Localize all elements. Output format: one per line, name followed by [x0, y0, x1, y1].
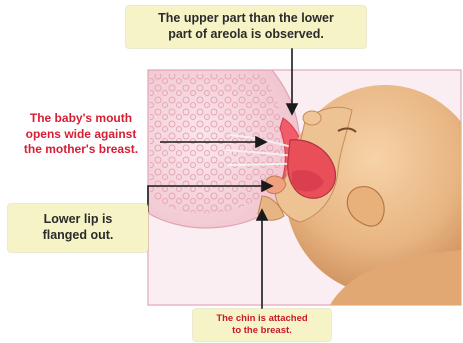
lower-lip-label-line-2: flanged out. — [43, 228, 114, 244]
lower-lip-label: Lower lip is flanged out. — [8, 204, 148, 252]
baby-nose — [303, 111, 321, 125]
upper-areola-label: The upper part than the lower part of ar… — [126, 6, 366, 48]
upper-areola-label-line-1: The upper part than the lower — [158, 11, 334, 27]
upper-areola-label-line-2: part of areola is observed. — [158, 27, 334, 43]
mouth-open-label: The baby's mouth opens wide against the … — [2, 111, 160, 158]
lower-lip-label-line-1: Lower lip is — [43, 212, 114, 228]
chin-label-line-2: to the breast. — [216, 325, 307, 337]
mouth-open-label-line-1: The baby's mouth — [2, 111, 160, 127]
chin-label-line-1: The chin is attached — [216, 313, 307, 325]
mouth-open-label-line-3: the mother's breast. — [2, 142, 160, 158]
mouth-open-label-line-2: opens wide against — [2, 127, 160, 143]
chin-label: The chin is attached to the breast. — [193, 309, 331, 341]
